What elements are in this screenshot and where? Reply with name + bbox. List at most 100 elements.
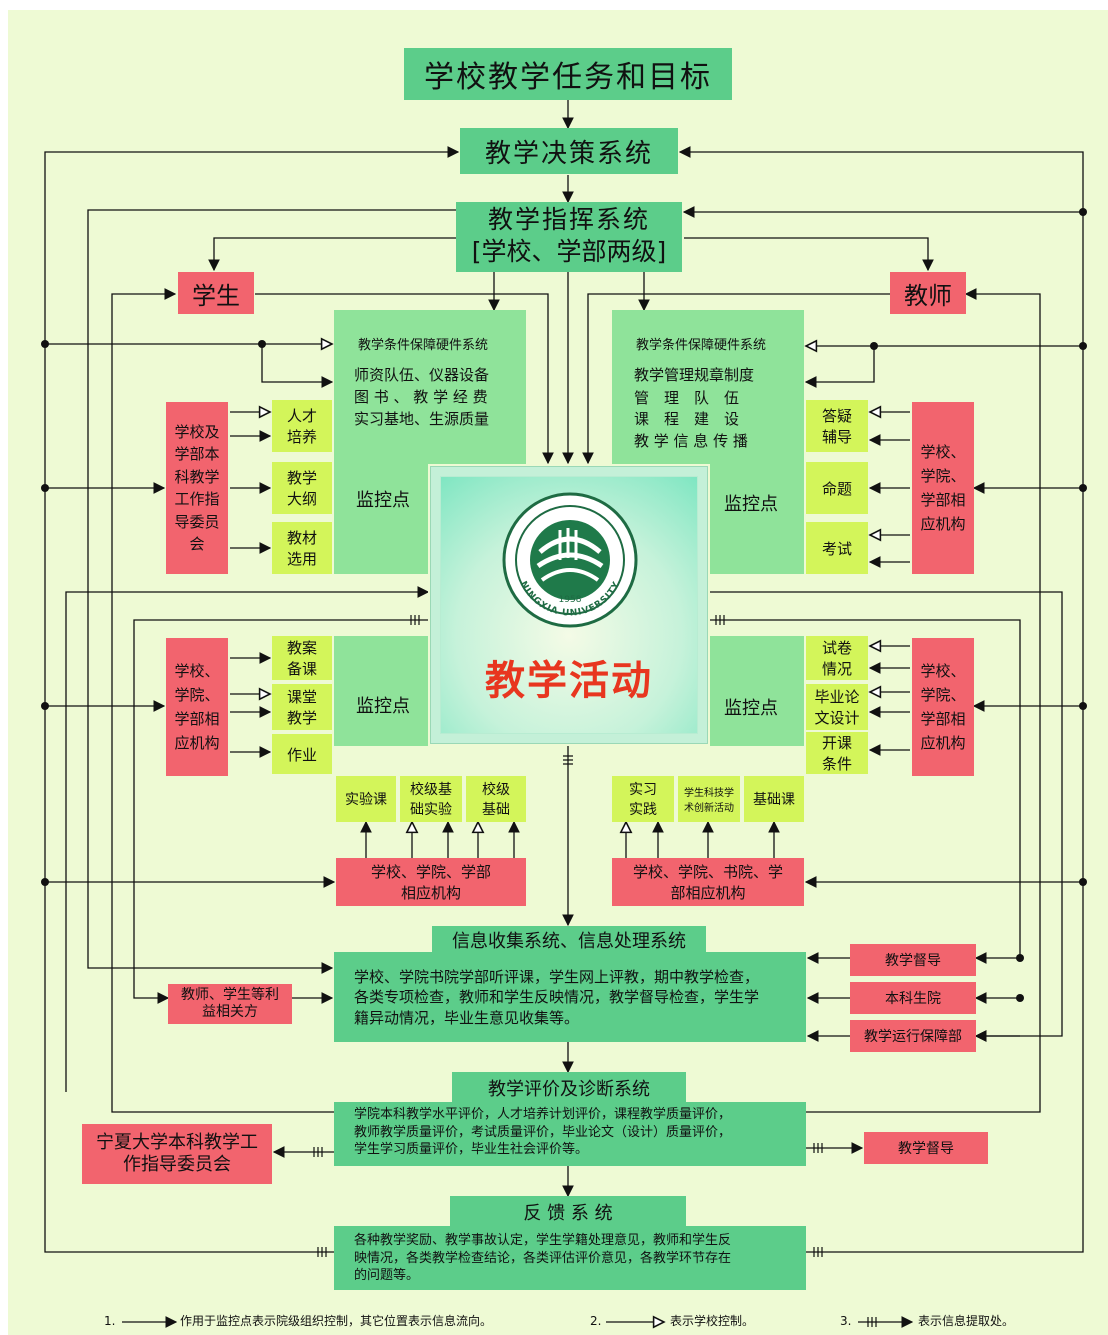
undergraduate-school-label: 本科生院 (885, 991, 941, 1007)
legend-number: 2. (590, 1314, 602, 1328)
stakeholders-box: 教师、学生等利 益相关方 (168, 984, 292, 1024)
item-exam: 考试 (806, 522, 868, 574)
feedback-system-title-box: 反 馈 系 统 (450, 1196, 686, 1228)
item-textbook: 教材 选用 (272, 522, 332, 574)
item-innovation-label: 学生科技学 术创新活动 (684, 788, 734, 814)
item-lesson-prep-label: 教案 备课 (286, 639, 317, 678)
evaluation-system-title: 教学评价及诊断系统 (488, 1079, 650, 1100)
left-bottom-org-box: 学校、 学院、 学部相 应机构 (166, 638, 228, 776)
left-top-org-box: 学校及 学部本 科教学 工作指 导委员 会 (166, 402, 228, 574)
right-top-panel-header: 教学条件保障硬件系统 (636, 338, 767, 353)
item-internship-label: 实习 实践 (629, 782, 657, 818)
left-bottom-org2-box: 学校、学院、学部 相应机构 (336, 858, 526, 906)
legend-number: 3. (840, 1314, 852, 1328)
left-top-panel-line: 实习基地、生源质量 (354, 410, 490, 428)
committee-box: 宁夏大学本科教学工 作指导委员会 (82, 1124, 272, 1184)
item-homework: 作业 (272, 734, 332, 774)
operations-dept-label: 教学运行保障部 (864, 1029, 962, 1045)
decision-system-title: 教学决策系统 (484, 138, 653, 169)
goal-box: 学校教学任务和目标 (404, 48, 732, 100)
item-classroom-label: 课堂 教学 (286, 688, 317, 727)
item-syllabus-label: 教学 大纲 (286, 469, 317, 508)
stakeholders-label: 教师、学生等利 益相关方 (181, 987, 279, 1020)
item-basic-experiment: 校级基 础实验 (400, 776, 462, 822)
info-system-box: 学校、学院书院学部听评课，学生网上评教，期中教学检查， 各类专项检查，教师和学生… (334, 952, 806, 1042)
item-tutoring-label: 答疑 辅导 (821, 407, 852, 446)
item-course-conditions: 开课 条件 (806, 732, 868, 774)
evaluation-system-box: 学院本科教学水平评价，人才培养计划评价，课程教学质量评价， 教师教学质量评价，考… (334, 1102, 806, 1166)
operations-dept-box: 教学运行保障部 (850, 1020, 976, 1052)
info-supervision-box: 教学督导 (850, 944, 976, 976)
item-foundation-course: 基础课 (744, 776, 804, 822)
teacher-label: 教师 (904, 281, 952, 310)
item-lab-course-label: 实验课 (345, 792, 387, 808)
student-box: 学生 (178, 272, 254, 314)
item-homework-label: 作业 (286, 745, 317, 764)
right-top-org-label: 学校、 学院、 学部相 应机构 (920, 443, 966, 533)
left-bottom-org2-label: 学校、学院、学部 相应机构 (370, 863, 491, 902)
left-top-panel: 教学条件保障硬件系统 师资队伍、仪器设备 图 书 、 教 学 经 费 实习基地、… (334, 310, 526, 574)
left-top-org-label: 学校及 学部本 科教学 工作指 导委员 会 (174, 422, 220, 554)
teaching-activity-title: 教学活动 (485, 658, 653, 704)
goal-title: 学校教学任务和目标 (424, 60, 712, 95)
command-system-box: 教学指挥系统 [学校、学部两级] (456, 202, 682, 272)
left-top-panel-header: 教学条件保障硬件系统 (358, 338, 489, 353)
right-bottom-org-label: 学校、 学院、 学部相 应机构 (920, 662, 966, 752)
item-foundation-course-label: 基础课 (753, 792, 795, 808)
item-basic-experiment-label: 校级基 础实验 (410, 782, 452, 818)
student-label: 学生 (192, 281, 240, 310)
teaching-activity-box: 1958 NINGXIA UNIVERSITY 教学活动 (428, 464, 710, 746)
item-thesis-label: 毕业论 文设计 (814, 688, 860, 727)
item-syllabus: 教学 大纲 (272, 462, 332, 514)
committee-label: 宁夏大学本科教学工 作指导委员会 (96, 1131, 258, 1176)
left-top-panel-line: 师资队伍、仪器设备 (354, 366, 490, 384)
command-system-title: 教学指挥系统 (487, 205, 650, 234)
item-course-conditions-label: 开课 条件 (821, 734, 852, 773)
item-tutoring: 答疑 辅导 (806, 400, 868, 452)
item-exam-paper-label: 试卷 情况 (821, 639, 852, 678)
decision-system-box: 教学决策系统 (460, 128, 678, 174)
right-bottom-monitor-label: 监控点 (724, 698, 778, 719)
item-school-basic-label: 校级 基础 (482, 782, 510, 818)
item-proposition: 命题 (806, 462, 868, 514)
item-talent-training: 人才 培养 (272, 400, 332, 452)
right-top-panel-line: 教 学 信 息 传 播 (634, 432, 748, 450)
item-thesis: 毕业论 文设计 (806, 684, 868, 730)
right-top-panel-line: 课 程 建 设 (634, 410, 740, 428)
evaluation-system-text: 学院本科教学水平评价，人才培养计划评价，课程教学质量评价， 教师教学质量评价，考… (354, 1107, 732, 1158)
item-school-basic: 校级 基础 (466, 776, 526, 822)
item-internship: 实习 实践 (612, 776, 674, 822)
info-system-title: 信息收集系统、信息处理系统 (452, 931, 686, 952)
right-top-panel-line: 教学管理规章制度 (634, 366, 755, 384)
info-supervision-label: 教学督导 (885, 953, 941, 969)
left-top-monitor-label: 监控点 (356, 490, 410, 511)
evaluation-system-title-box: 教学评价及诊断系统 (452, 1072, 686, 1104)
left-bottom-org-label: 学校、 学院、 学部相 应机构 (174, 662, 220, 752)
item-exam-label: 考试 (821, 539, 852, 558)
feedback-system-box: 各种教学奖励、教学事故认定，学生学籍处理意见，教师和学生反 映情况，各类教学检查… (334, 1226, 806, 1290)
feedback-system-text: 各种教学奖励、教学事故认定，学生学籍处理意见，教师和学生反 映情况，各类教学检查… (354, 1233, 732, 1284)
info-system-text: 学校、学院书院学部听评课，学生网上评教，期中教学检查， 各类专项检查，教师和学生… (354, 968, 760, 1027)
evaluation-supervision-label: 教学督导 (898, 1141, 954, 1157)
left-top-panel-line: 图 书 、 教 学 经 费 (354, 388, 488, 406)
item-exam-paper: 试卷 情况 (806, 636, 868, 680)
teacher-box: 教师 (890, 272, 966, 314)
legend-text: 作用于监控点表示院级组织控制，其它位置表示信息流向。 (180, 1314, 493, 1328)
item-lesson-prep: 教案 备课 (272, 636, 332, 680)
item-talent-training-label: 人才 培养 (286, 407, 317, 446)
left-bottom-monitor-label: 监控点 (356, 696, 410, 717)
item-textbook-label: 教材 选用 (286, 529, 317, 568)
right-top-org-box: 学校、 学院、 学部相 应机构 (912, 402, 974, 574)
right-top-monitor-label: 监控点 (724, 494, 778, 515)
item-classroom: 课堂 教学 (272, 684, 332, 730)
right-bottom-org-box: 学校、 学院、 学部相 应机构 (912, 638, 974, 776)
legend-number: 1. (104, 1314, 116, 1328)
university-logo-icon: 1958 NINGXIA UNIVERSITY (502, 492, 638, 628)
command-system-subtitle: [学校、学部两级] (471, 237, 667, 266)
legend-text: 表示信息提取处。 (918, 1314, 1015, 1328)
evaluation-supervision-box: 教学督导 (864, 1132, 988, 1164)
feedback-system-title: 反 馈 系 统 (523, 1203, 613, 1224)
item-proposition-label: 命题 (821, 479, 852, 498)
